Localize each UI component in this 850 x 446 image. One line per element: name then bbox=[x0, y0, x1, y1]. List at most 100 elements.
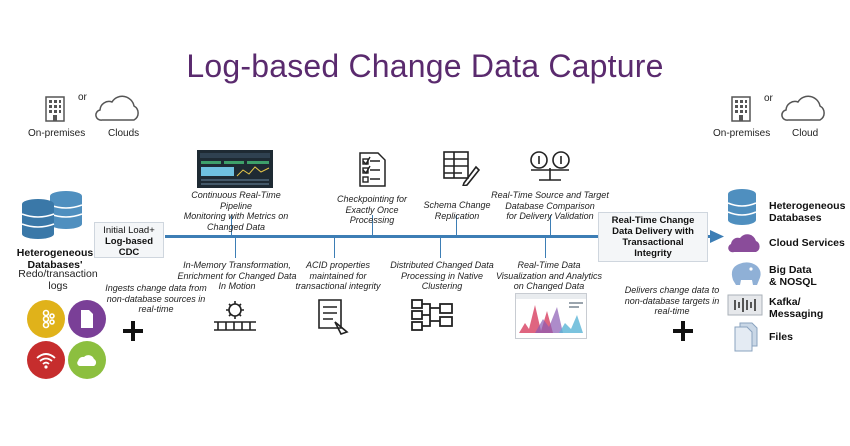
feature-acid: ACID properties maintained for transacti… bbox=[290, 260, 386, 292]
cloud-services-icon bbox=[728, 234, 760, 253]
target-kafka: Kafka/ Messaging bbox=[769, 296, 823, 320]
feature-line: transactional integrity bbox=[295, 281, 381, 291]
plus-icon bbox=[673, 321, 693, 341]
transformation-gear-icon bbox=[214, 301, 256, 331]
tick bbox=[334, 238, 335, 258]
building-icon bbox=[731, 96, 751, 122]
feature-line: Real-Time Data bbox=[517, 260, 581, 270]
feature-line: for Delivery Validation bbox=[506, 211, 594, 221]
plus-icon bbox=[123, 321, 143, 341]
delivery-line2: Data Delivery with bbox=[612, 226, 694, 237]
target-label: Kafka/ bbox=[769, 296, 801, 308]
feature-line: ACID properties bbox=[305, 260, 371, 270]
target-big-data: Big Data & NOSQL bbox=[769, 264, 817, 288]
tick bbox=[231, 215, 232, 235]
feature-line: In Motion bbox=[218, 281, 256, 291]
feature-checkpointing: Checkpointing for Exactly Once Processin… bbox=[326, 194, 418, 226]
feature-line: Processing bbox=[349, 215, 395, 225]
delivers-line1: Delivers change data to bbox=[624, 285, 720, 295]
data-flow-line bbox=[165, 235, 715, 238]
feature-line: Database Comparison bbox=[505, 200, 595, 211]
cloud-icon bbox=[781, 95, 825, 121]
source-db-title: Heterogeneous Databases' bbox=[16, 247, 94, 271]
feature-monitoring: Continuous Real-Time Pipeline Monitoring… bbox=[178, 190, 294, 232]
target-label: Big Data bbox=[769, 264, 812, 276]
monitoring-dashboard-icon bbox=[197, 150, 273, 188]
building-icon bbox=[45, 96, 65, 122]
feature-line: Continuous Real-Time Pipeline bbox=[191, 190, 281, 211]
tick bbox=[372, 215, 373, 235]
kafka-source-icon bbox=[27, 300, 65, 338]
feature-line: Enrichment for Changed Data bbox=[177, 270, 297, 281]
tick bbox=[545, 238, 546, 258]
cloud-label: Cloud bbox=[792, 128, 819, 139]
target-label: Messaging bbox=[769, 308, 824, 320]
tick bbox=[440, 238, 441, 258]
feature-transformation: In-Memory Transformation, Enrichment for… bbox=[176, 260, 298, 292]
comparison-scale-icon bbox=[530, 151, 570, 181]
source-db-subtitle: Redo/transaction logs bbox=[18, 268, 98, 292]
feature-line: Changed Data bbox=[206, 221, 266, 232]
initial-load-line2: Log-based bbox=[104, 236, 154, 247]
delivers-note: Delivers change data to non-database tar… bbox=[614, 285, 730, 317]
feature-line: Distributed Changed Data bbox=[390, 260, 494, 270]
document-scroll-icon bbox=[318, 299, 349, 335]
feature-distributed: Distributed Changed Data Processing in N… bbox=[390, 260, 494, 292]
kafka-messaging-icon bbox=[727, 294, 763, 316]
or-label: or bbox=[78, 92, 87, 103]
on-premises-label: On-premises bbox=[28, 128, 86, 139]
database-stack-icon bbox=[21, 191, 83, 239]
tick bbox=[235, 238, 236, 258]
feature-line: Processing in Native bbox=[400, 270, 484, 281]
initial-load-line1: Initial Load+ bbox=[103, 225, 155, 236]
delivers-line3: real-time bbox=[654, 306, 690, 316]
on-premises-label: On-premises bbox=[713, 128, 771, 139]
initial-load-box: Initial Load+ Log-based CDC bbox=[94, 222, 164, 258]
delivery-line1: Real-Time Change bbox=[611, 215, 695, 226]
wifi-source-icon bbox=[27, 341, 65, 379]
checklist-icon bbox=[359, 152, 386, 187]
feature-line: In-Memory Transformation, bbox=[183, 260, 291, 270]
feature-schema: Schema Change Replication bbox=[414, 200, 500, 221]
target-label: Heterogeneous bbox=[769, 200, 846, 212]
clouds-label: Clouds bbox=[108, 128, 140, 139]
target-label: Databases bbox=[769, 212, 822, 224]
delivery-line3: Transactional bbox=[622, 237, 684, 248]
feature-line: Replication bbox=[434, 210, 480, 221]
feature-line: Visualization and Analytics bbox=[495, 270, 603, 281]
feature-visualization: Real-Time Data Visualization and Analyti… bbox=[490, 260, 608, 292]
target-label: & NOSQL bbox=[769, 276, 817, 288]
tick bbox=[456, 215, 457, 235]
schema-edit-icon bbox=[443, 151, 480, 186]
initial-load-line3: CDC bbox=[118, 247, 140, 258]
files-icon bbox=[734, 322, 758, 352]
tick bbox=[550, 215, 551, 235]
page-title: Log-based Change Data Capture bbox=[186, 48, 664, 84]
delivery-box: Real-Time Change Data Delivery with Tran… bbox=[598, 212, 708, 262]
feature-line: Clustering bbox=[421, 281, 463, 291]
delivers-line2: non-database targets in bbox=[624, 295, 720, 306]
target-files: Files bbox=[769, 331, 793, 343]
arrow-head-icon bbox=[710, 230, 724, 243]
cluster-nodes-icon bbox=[411, 299, 453, 331]
feature-line: Checkpointing for bbox=[336, 194, 408, 204]
database-icon bbox=[727, 189, 757, 225]
target-cloud-services: Cloud Services bbox=[769, 237, 845, 249]
feature-line: Real-Time Source and Target bbox=[491, 190, 609, 200]
cloud-source-icon bbox=[68, 341, 106, 379]
ingest-line1: Ingests change data from bbox=[105, 283, 207, 293]
analytics-chart-icon bbox=[515, 293, 587, 339]
or-label: or bbox=[764, 93, 773, 104]
feature-line: Schema Change bbox=[423, 200, 491, 210]
feature-line: Exactly Once bbox=[345, 204, 399, 215]
target-databases: Heterogeneous Databases bbox=[769, 200, 845, 224]
delivery-line4: Integrity bbox=[634, 248, 672, 259]
ingest-line3: real-time bbox=[138, 304, 174, 314]
feature-line: Monitoring with Metrics on bbox=[183, 211, 289, 221]
ingest-line2: non-database sources in bbox=[106, 293, 206, 304]
hadoop-elephant-icon bbox=[731, 262, 761, 285]
ingest-note: Ingests change data from non-database so… bbox=[96, 283, 216, 315]
file-source-icon bbox=[68, 300, 106, 338]
cloud-icon bbox=[95, 95, 139, 121]
feature-comparison: Real-Time Source and Target Database Com… bbox=[490, 190, 610, 222]
